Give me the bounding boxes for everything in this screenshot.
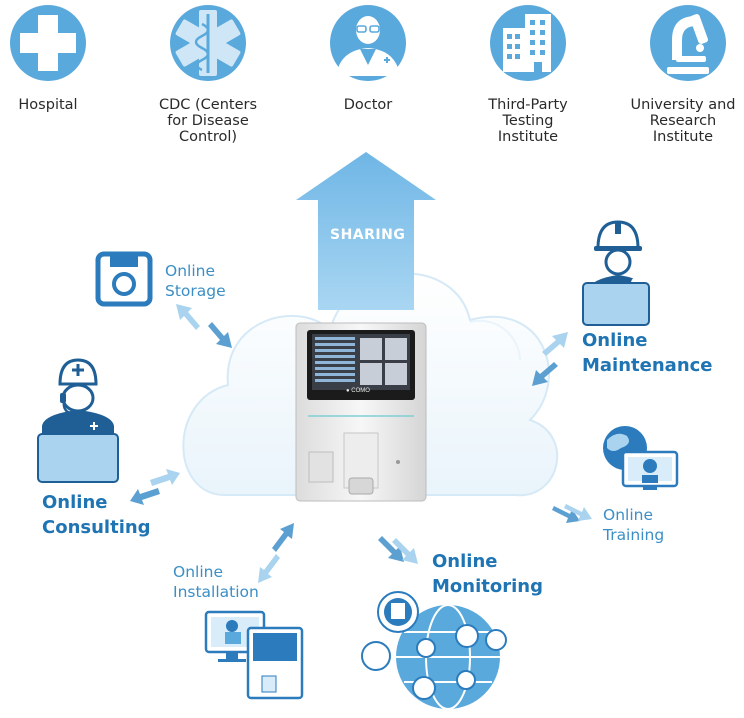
installation-icon: [204, 610, 304, 700]
building-icon: [490, 5, 566, 81]
consulting-arrows: [130, 469, 180, 505]
maintenance-arrows: [532, 332, 568, 386]
training-arrows: [552, 504, 592, 523]
recipient-testing-label: Third-Party Testing Institute: [488, 97, 568, 145]
recipient-hospital-label: Hospital: [18, 97, 78, 113]
service-monitoring-label: Online Monitoring: [432, 551, 543, 597]
globe-monitor-icon: [603, 426, 679, 490]
engineer-icon: [582, 220, 650, 326]
recipient-doctor-label: Doctor: [343, 97, 393, 113]
device-brand: ● COMO: [346, 388, 370, 394]
doctor-icon: [330, 5, 406, 81]
service-training-label: Online Training: [603, 506, 665, 544]
service-installation-label: Online Installation: [173, 563, 259, 601]
sharing-arrow: [296, 152, 436, 310]
service-storage-label: Online Storage: [165, 262, 226, 300]
recipient-cdc-label: CDC (Centers for Disease Control): [158, 97, 258, 145]
service-maintenance-label: Online Maintenance: [582, 330, 713, 376]
installation-arrows: [258, 523, 294, 583]
recipient-university-label: University and Research Institute: [630, 97, 736, 145]
monitoring-globe-icon: [361, 591, 507, 710]
monitoring-arrows: [378, 536, 418, 564]
nurse-headset-icon: [37, 358, 119, 483]
analyzer-device: [295, 322, 427, 502]
floppy-disk-icon: [95, 251, 153, 307]
storage-arrows: [176, 304, 232, 348]
microscope-icon: [650, 5, 726, 81]
medical-star-icon: [170, 5, 246, 81]
hospital-cross-icon: [10, 5, 86, 81]
service-consulting-label: Online Consulting: [42, 492, 151, 538]
sharing-label: SHARING: [330, 227, 406, 243]
